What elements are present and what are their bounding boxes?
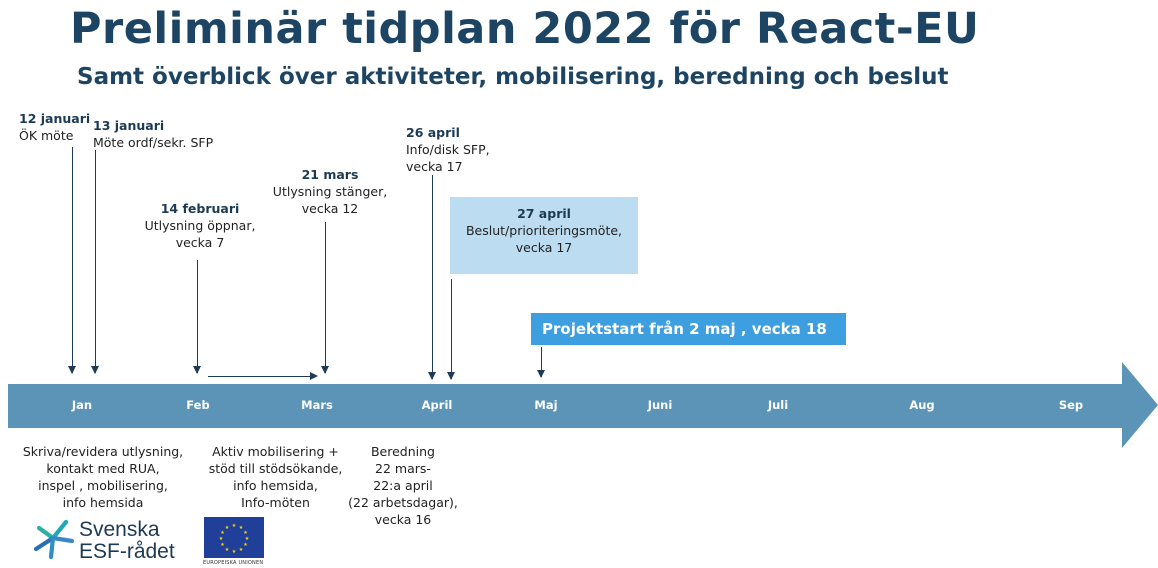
activity-line: 22:a april xyxy=(373,478,433,493)
month-jan: Jan xyxy=(71,398,93,412)
month-feb: Feb xyxy=(186,398,210,412)
svg-text:★: ★ xyxy=(243,542,248,548)
arrow-12-januari xyxy=(68,147,76,374)
svg-text:★: ★ xyxy=(220,530,225,536)
arrow-26-april xyxy=(428,175,436,380)
svg-text:★: ★ xyxy=(239,547,244,553)
arrow-project-start xyxy=(537,347,545,378)
svg-text:★: ★ xyxy=(225,547,230,553)
eu-caption: EUROPEISKA UNIONEN xyxy=(203,560,264,566)
event-date: 12 januari xyxy=(19,111,91,126)
arrow-utlysning-period xyxy=(208,371,318,380)
month-juli: Juli xyxy=(767,398,789,412)
event-text-line: vecka 17 xyxy=(406,159,463,174)
month-maj: Maj xyxy=(534,398,558,412)
svg-text:★: ★ xyxy=(232,523,237,529)
month-mars: Mars xyxy=(301,398,333,412)
month-aug: Aug xyxy=(909,398,935,412)
event-text-line: Beslut/prioriteringsmöte, xyxy=(465,223,623,238)
svg-text:★: ★ xyxy=(220,542,225,548)
event-26-april: 26 april Info/disk SFP, vecka 17 xyxy=(406,124,490,175)
arrow-14-februari xyxy=(193,260,201,374)
event-date: 27 april xyxy=(517,206,571,221)
svg-text:★: ★ xyxy=(245,536,250,542)
event-text-line: vecka 12 xyxy=(301,201,359,216)
activity-line: info hemsida xyxy=(62,495,144,510)
activity-line: inspel , mobilisering, xyxy=(38,478,168,493)
activity-line: stöd till stödsökande, xyxy=(208,461,343,476)
arrow-13-januari xyxy=(91,150,99,374)
month-sep: Sep xyxy=(1058,398,1084,412)
event-text: Möte ordf/sekr. SFP xyxy=(93,135,214,150)
activity-note-feb: Aktiv mobilisering + stöd till stödsökan… xyxy=(198,443,353,511)
event-date: 14 februari xyxy=(160,201,240,216)
eu-flag-icon: ★ ★ ★ ★ ★ ★ ★ ★ ★ ★ ★ ★ xyxy=(204,517,264,558)
project-start-box: Projektstart från 2 maj , vecka 18 xyxy=(531,313,846,345)
svg-text:★: ★ xyxy=(225,525,230,531)
activity-line: 22 mars- xyxy=(375,461,431,476)
event-text-line: vecka 7 xyxy=(175,235,225,250)
event-date: 13 januari xyxy=(93,118,165,133)
event-27-april-box: 27 april Beslut/prioriteringsmöte, vecka… xyxy=(450,197,638,274)
event-14-februari: 14 februari Utlysning öppnar, vecka 7 xyxy=(130,200,270,251)
svg-text:★: ★ xyxy=(232,549,237,555)
activity-note-mars: Beredning 22 mars- 22:a april (22 arbets… xyxy=(343,443,463,528)
page-title: Preliminär tidplan 2022 för React-EU xyxy=(70,4,980,54)
activity-line: kontakt med RUA, xyxy=(46,461,160,476)
event-text-line: Utlysning stänger, xyxy=(272,184,388,199)
svg-text:★: ★ xyxy=(219,536,224,542)
arrow-27-april xyxy=(447,279,455,380)
page-subtitle: Samt överblick över aktiviteter, mobilis… xyxy=(77,64,949,90)
timeline-arrow xyxy=(8,362,1158,448)
event-date: 21 mars xyxy=(301,167,359,182)
activity-line: vecka 16 xyxy=(374,512,432,527)
month-juni: Juni xyxy=(647,398,673,412)
event-21-mars: 21 mars Utlysning stänger, vecka 12 xyxy=(255,166,405,217)
esf-logo-icon xyxy=(33,519,75,560)
month-april: April xyxy=(421,398,453,412)
logo-line: ESF-rådet xyxy=(79,540,175,563)
logo-line: Svenska xyxy=(79,518,160,541)
svg-text:★: ★ xyxy=(243,530,248,536)
activity-line: info hemsida, xyxy=(233,478,318,493)
event-text: ÖK möte xyxy=(19,128,74,143)
event-text-line: Utlysning öppnar, xyxy=(144,218,256,233)
event-12-januari: 12 januari ÖK möte xyxy=(19,110,90,144)
svg-text:★: ★ xyxy=(239,525,244,531)
arrow-21-mars xyxy=(321,222,329,374)
activity-line: Beredning xyxy=(370,444,435,459)
esf-logo-text: Svenska ESF-rådet xyxy=(79,519,175,563)
event-date: 26 april xyxy=(406,125,460,140)
event-13-januari: 13 januari Möte ordf/sekr. SFP xyxy=(93,117,213,151)
activity-line: Aktiv mobilisering + xyxy=(212,444,339,459)
activity-note-jan: Skriva/revidera utlysning, kontakt med R… xyxy=(18,443,188,511)
event-text-line: vecka 17 xyxy=(515,240,573,255)
activity-line: (22 arbetsdagar), xyxy=(348,495,458,510)
activity-line: Info-möten xyxy=(241,495,310,510)
project-start-label: Projektstart från 2 maj , vecka 18 xyxy=(542,320,827,338)
activity-line: Skriva/revidera utlysning, xyxy=(22,444,184,459)
event-text-line: Info/disk SFP, xyxy=(406,142,490,157)
